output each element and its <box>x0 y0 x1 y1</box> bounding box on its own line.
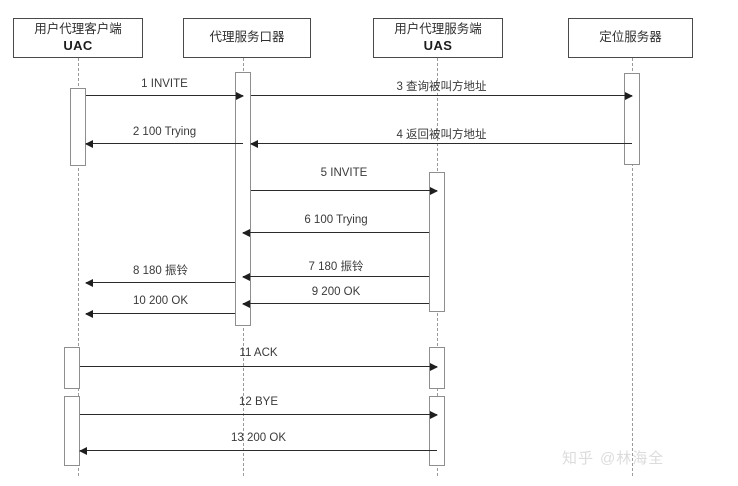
message-line-10 <box>85 310 235 318</box>
message-label-9: 9 200 OK <box>311 286 361 298</box>
actor-box-loc: 定位服务器 <box>568 18 693 58</box>
activation-bar-proxy <box>235 72 251 326</box>
message-line-13 <box>79 447 437 455</box>
arrowhead-2 <box>85 140 93 148</box>
arrowhead-9 <box>242 300 250 308</box>
watermark-logo: 知乎 <box>562 450 595 467</box>
message-line-1 <box>86 92 244 100</box>
message-line-8 <box>85 279 235 287</box>
message-label-10: 10 200 OK <box>133 295 188 307</box>
message-label-2: 2 100 Trying <box>132 126 197 138</box>
actor-box-proxy: 代理服务口器 <box>183 18 311 58</box>
message-label-7: 7 180 振铃 <box>308 261 364 273</box>
message-label-11: 11 ACK <box>239 347 278 359</box>
message-label-3: 3 查询被叫方地址 <box>396 81 487 93</box>
message-line-12 <box>80 411 438 419</box>
arrowhead-4 <box>250 140 258 148</box>
arrowhead-13 <box>79 447 87 455</box>
activation-bar-uac <box>64 396 80 466</box>
arrowhead-5 <box>430 187 438 195</box>
lifeline-uac <box>78 58 79 476</box>
message-line-7 <box>242 273 429 281</box>
arrowhead-10 <box>85 310 93 318</box>
actor-abbr-uac: UAC <box>63 37 93 53</box>
arrowhead-6 <box>242 229 250 237</box>
message-label-5: 5 INVITE <box>320 167 368 179</box>
arrowhead-3 <box>625 92 633 100</box>
arrowhead-1 <box>236 92 244 100</box>
message-label-1: 1 INVITE <box>141 78 188 90</box>
message-line-6 <box>242 229 429 237</box>
message-line-3 <box>251 92 633 100</box>
actor-name-uas: 用户代理服务端 <box>394 22 482 37</box>
activation-bar-uas <box>429 172 445 312</box>
arrowhead-8 <box>85 279 93 287</box>
actor-abbr-uas: UAS <box>423 37 453 53</box>
message-label-13: 13 200 OK <box>231 432 286 444</box>
message-line-2 <box>85 140 243 148</box>
message-line-9 <box>242 300 429 308</box>
arrowhead-11 <box>430 363 438 371</box>
activation-bar-uac <box>64 347 80 389</box>
message-label-4: 4 返回被叫方地址 <box>396 129 487 141</box>
actor-name-uac: 用户代理客户端 <box>34 22 122 37</box>
actor-name-loc: 定位服务器 <box>599 30 662 45</box>
arrowhead-12 <box>430 411 438 419</box>
message-line-11 <box>80 363 438 371</box>
message-line-4 <box>250 140 632 148</box>
message-line-5 <box>251 187 438 195</box>
arrowhead-7 <box>242 273 250 281</box>
watermark-handle: @林海全 <box>600 450 665 467</box>
watermark: 知乎 @林海全 <box>562 447 664 468</box>
lifeline-loc <box>632 58 633 476</box>
activation-bar-uac <box>70 88 86 166</box>
message-label-12: 12 BYE <box>239 396 278 408</box>
message-label-8: 8 180 振铃 <box>133 265 188 277</box>
actor-name-proxy: 代理服务口器 <box>209 30 285 45</box>
message-label-6: 6 100 Trying <box>304 214 368 226</box>
